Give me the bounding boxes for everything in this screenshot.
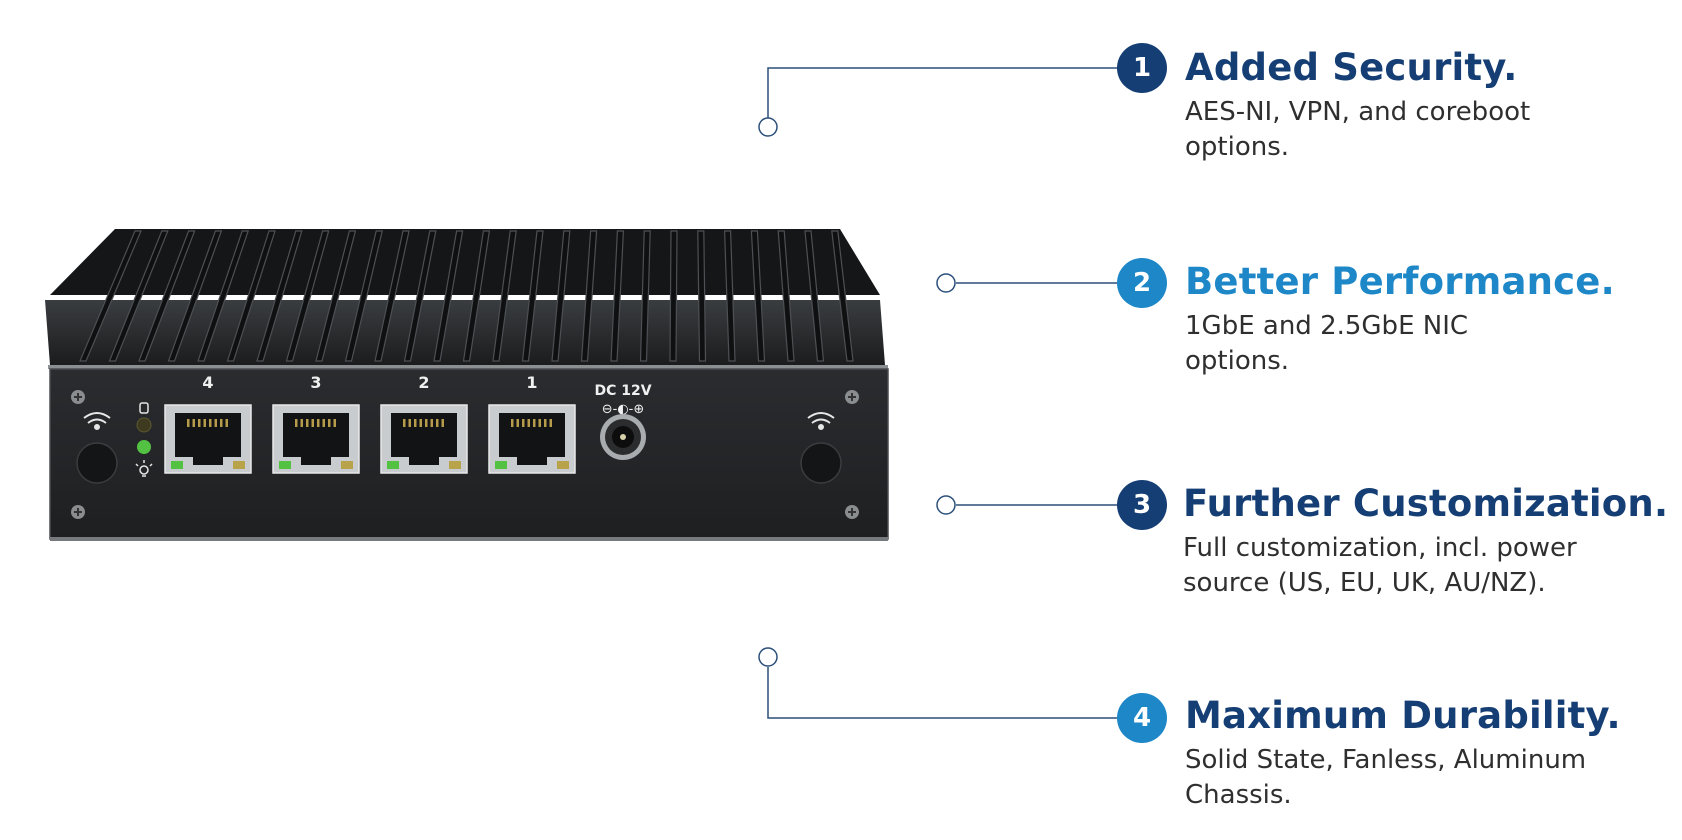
disk-activity-icon	[139, 402, 149, 414]
power-polarity-symbol: ⊖-◐-⊕	[602, 402, 645, 417]
port-label: 1	[526, 373, 537, 392]
link-led	[279, 461, 291, 469]
heatsink-fin	[580, 230, 598, 362]
heatsink-fin	[610, 230, 625, 362]
power-led-icon	[135, 460, 153, 477]
feature-2-description: 1GbE and 2.5GbE NIC options.	[1185, 311, 1469, 376]
wifi-icon	[807, 412, 835, 430]
connector-3	[936, 495, 1125, 515]
activity-led	[341, 461, 353, 469]
connector-3-endpoint	[936, 495, 956, 515]
heatsink-fin	[639, 230, 651, 362]
heatsink-fin	[804, 230, 825, 362]
screw-icon	[71, 390, 85, 404]
feature-4-description: Solid State, Fanless, Aluminum Chassis.	[1185, 745, 1587, 810]
heatsink-fin	[315, 230, 357, 362]
feature-1-description: AES-NI, VPN, and coreboot options.	[1185, 97, 1531, 162]
feature-4-title: Maximum Durability.	[1185, 694, 1621, 737]
power-led	[137, 440, 151, 454]
ethernet-port-icon: 3	[272, 373, 360, 474]
link-led	[171, 461, 183, 469]
heatsink-fin	[551, 230, 571, 362]
ethernet-port-icon: 4	[164, 373, 252, 474]
feature-1: Added Security. AES-NI, VPN, and coreboo…	[1185, 45, 1665, 165]
connector-4-endpoint	[758, 647, 778, 667]
feature-2-badge: 2	[1117, 258, 1167, 308]
activity-led	[449, 461, 461, 469]
heatsink-fin	[777, 230, 795, 362]
heatsink-fin	[669, 230, 678, 362]
activity-led	[233, 461, 245, 469]
link-led	[495, 461, 507, 469]
antenna-mount	[800, 442, 842, 484]
feature-3-title: Further Customization.	[1183, 482, 1669, 525]
connector-1-endpoint	[758, 117, 778, 137]
connector-2-endpoint	[936, 273, 956, 293]
feature-2-title: Better Performance.	[1185, 260, 1615, 303]
screw-icon	[71, 505, 85, 519]
heatsink-fin	[723, 230, 736, 362]
port-label: 3	[310, 373, 321, 392]
heatsink-fin	[79, 230, 142, 362]
port-label: 2	[418, 373, 429, 392]
feature-1-title: Added Security.	[1185, 46, 1518, 89]
feature-3-description: Full customization, incl. power source (…	[1183, 533, 1577, 598]
heatsink-fin	[138, 230, 196, 362]
wifi-icon	[83, 412, 111, 430]
link-led	[387, 461, 399, 469]
heatsink-fin	[697, 230, 707, 362]
heatsink-fin	[462, 230, 491, 362]
feature-3: Further Customization. Full customizatio…	[1183, 481, 1669, 601]
heatsink-fin	[226, 230, 276, 362]
activity-led	[557, 461, 569, 469]
ethernet-ports: 4 3 2 1	[164, 373, 576, 474]
heatsink-fin	[285, 230, 330, 362]
feature-4-badge: 4	[1117, 693, 1167, 743]
connector-2	[936, 273, 1125, 293]
heatsink-fin	[433, 230, 464, 362]
screw-icon	[845, 505, 859, 519]
heatsink-fin	[167, 230, 223, 362]
heatsink	[45, 229, 885, 365]
ethernet-port-icon: 1	[488, 373, 576, 474]
heatsink-fin	[344, 230, 383, 362]
heatsink-fin	[403, 230, 437, 362]
connector-1	[758, 67, 1125, 137]
ethernet-port-icon: 2	[380, 373, 468, 474]
port-label: 4	[202, 373, 213, 392]
heatsink-fin	[492, 230, 517, 362]
heatsink-fin	[108, 230, 169, 362]
connector-4	[758, 647, 1125, 719]
feature-2: Better Performance. 1GbE and 2.5GbE NIC …	[1185, 259, 1665, 379]
disk-activity-led	[136, 417, 152, 433]
feature-3-badge: 3	[1117, 480, 1167, 530]
feature-4: Maximum Durability. Solid State, Fanless…	[1185, 693, 1665, 813]
dc-jack-icon	[600, 414, 646, 460]
heatsink-fin	[197, 230, 250, 362]
heatsink-fin	[831, 230, 854, 362]
feature-1-badge: 1	[1117, 43, 1167, 93]
heatsink-fin	[256, 230, 303, 362]
front-panel: 4 3 2 1 DC 12V ⊖-◐-⊕	[48, 365, 889, 541]
screw-icon	[845, 390, 859, 404]
heatsink-fin	[374, 230, 410, 362]
power-label: DC 12V	[594, 383, 651, 399]
mini-pc-device-image: 4 3 2 1 DC 12V ⊖-◐-⊕	[45, 229, 889, 541]
heatsink-fin	[521, 230, 544, 362]
heatsink-fin	[750, 230, 766, 362]
antenna-mount	[76, 442, 118, 484]
